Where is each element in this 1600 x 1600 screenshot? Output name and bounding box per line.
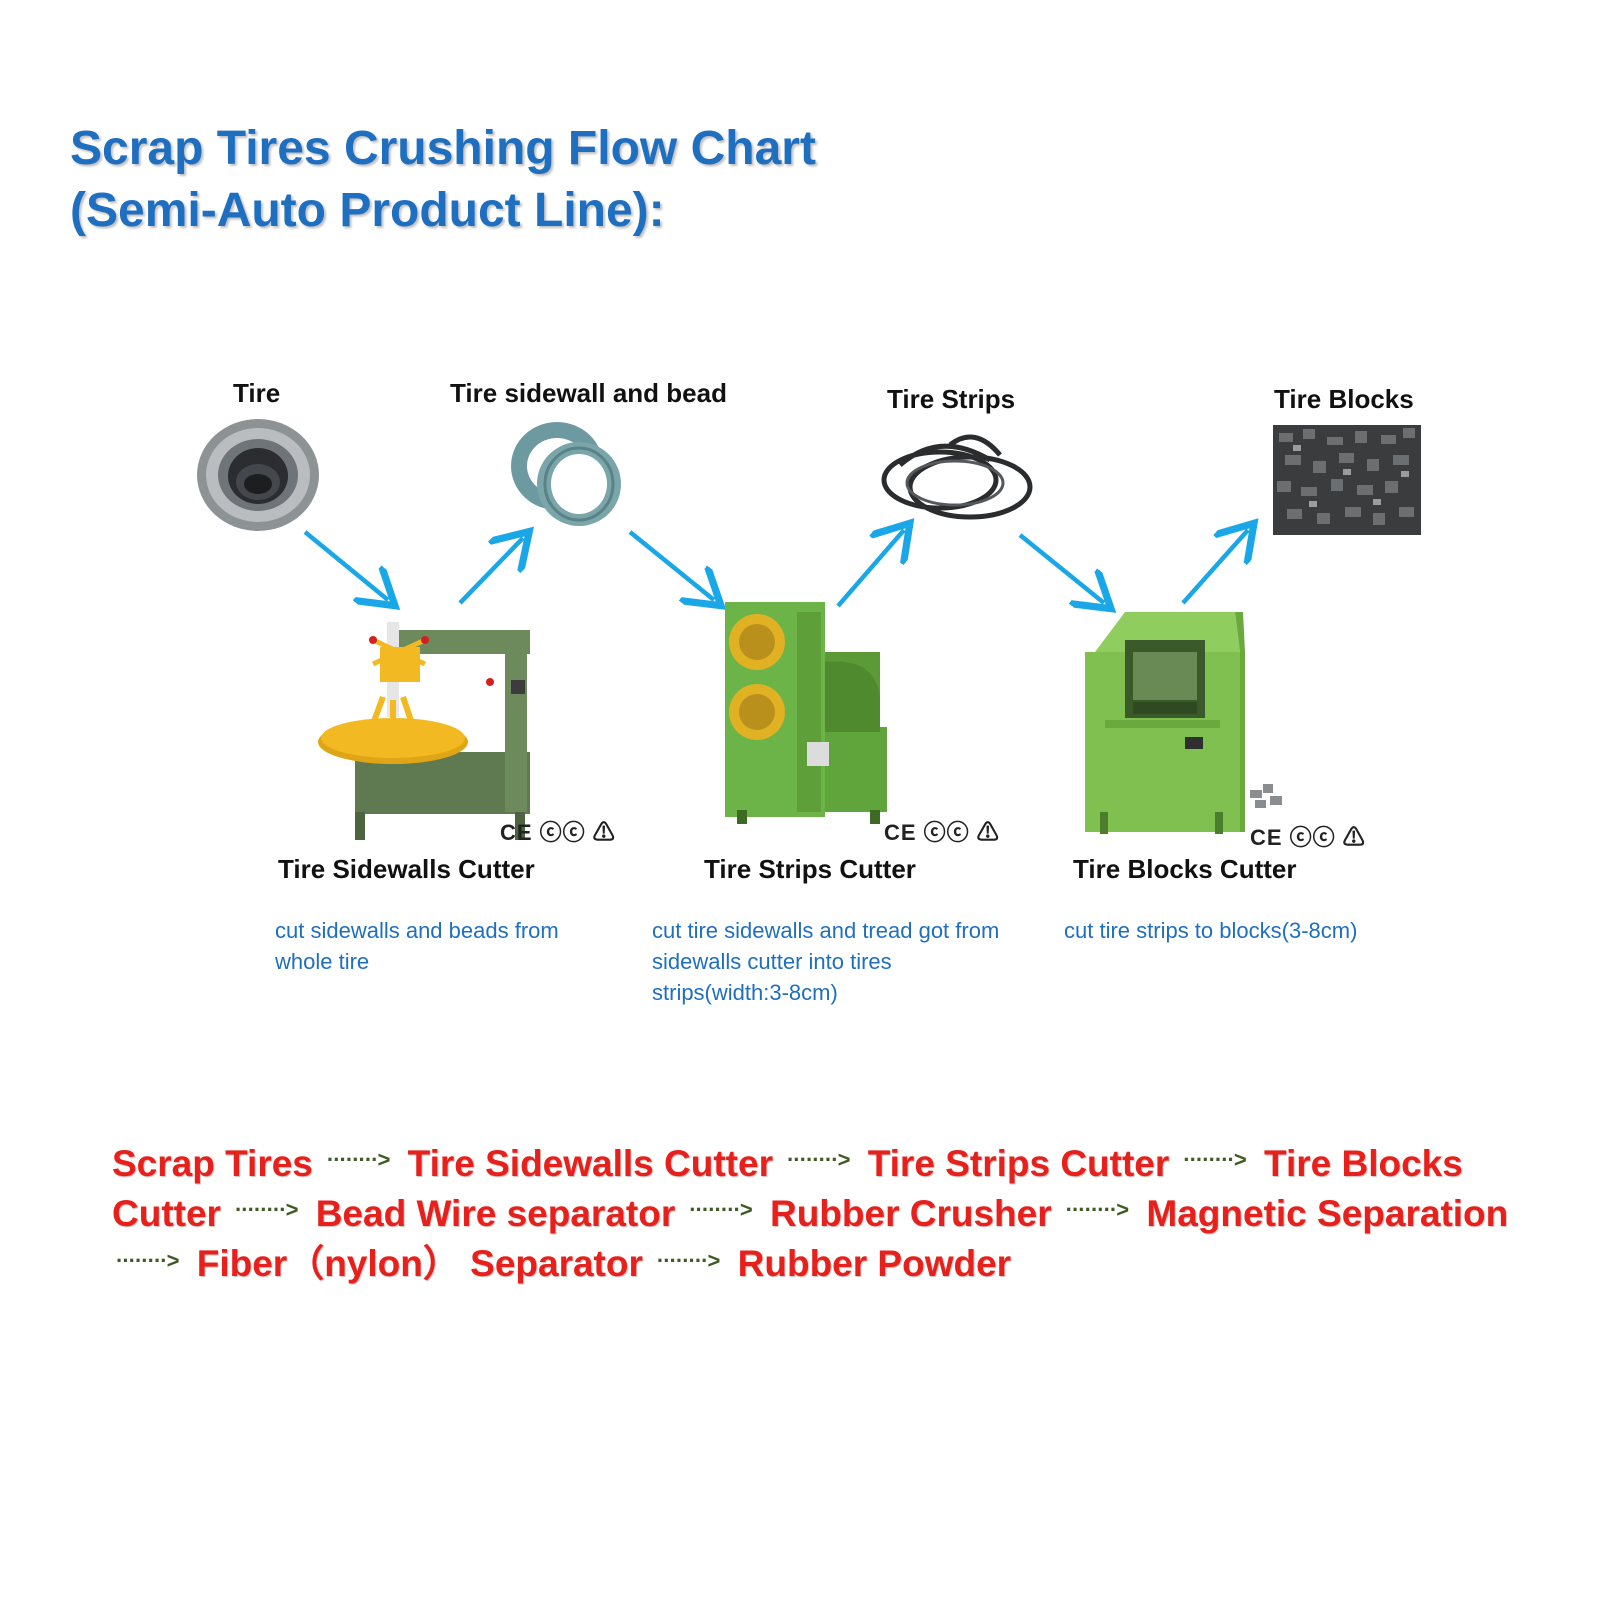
tire-photo-icon: [197, 419, 319, 531]
label-blocks: Tire Blocks: [1274, 384, 1414, 414]
flow-step: Bead Wire separator: [315, 1193, 676, 1235]
label-sidewall: Tire sidewall and bead: [450, 378, 727, 408]
machine-name-3: Tire Blocks Cutter: [1073, 854, 1297, 884]
flow-arrow-icon: ········>: [234, 1197, 298, 1223]
label-tire: Tire: [233, 378, 281, 408]
cert-marks-1: CE ⓒⓒ ⚠: [500, 820, 616, 845]
flow-arrow-icon: ········>: [1065, 1197, 1129, 1223]
flow-arrow-icon: ········>: [689, 1197, 752, 1223]
process-flow-text: Scrap Tires ········> Tire Sidewalls Cutt…: [112, 1140, 1552, 1291]
flow-step: Magnetic Separation: [1146, 1193, 1509, 1235]
cert-marks-2: CE ⓒⓒ ⚠: [884, 820, 1000, 845]
blocks-cutter-machine-icon: [1085, 612, 1282, 834]
flow-step: Tire Strips Cutter: [867, 1143, 1170, 1184]
strips-cutter-machine-icon: [725, 602, 887, 824]
machine-description-1: cut sidewalls and beads from whole tire: [275, 918, 559, 974]
rubber-blocks-icon: [1273, 425, 1421, 535]
arrow-cutter3-to-blocks: [1181, 530, 1248, 605]
flow-step: Rubber Powder: [737, 1243, 1012, 1285]
flow-arrow-icon: ········>: [326, 1147, 390, 1173]
flow-step: Tire Sidewalls Cutter: [407, 1143, 773, 1184]
flow-step: Rubber Crusher: [769, 1193, 1052, 1235]
arrow-strips-to-cutter3: [1018, 533, 1104, 603]
arrow-sidewall-to-cutter2: [628, 530, 714, 600]
rubber-strips-icon: [881, 434, 1033, 520]
sidewall-rings-icon: [511, 422, 621, 526]
flow-step: Tire Blocks Cutter: [112, 1143, 1463, 1235]
machine-name-1: Tire Sidewalls Cutter: [278, 854, 535, 884]
arrow-cutter2-to-strips: [836, 530, 904, 608]
flow-step: Fiber（nylon） Separator: [196, 1243, 643, 1285]
flow-arrow-icon: ········>: [1183, 1147, 1246, 1173]
machine-name-2: Tire Strips Cutter: [704, 854, 916, 884]
arrow-tire-to-cutter1: [303, 530, 388, 600]
title-line-1: Scrap Tires Crushing Flow Chart: [70, 122, 816, 175]
sidewall-cutter-machine-icon: [318, 622, 530, 840]
arrow-cutter1-to-sidewall: [458, 538, 523, 605]
flow-arrow-icon: ········>: [116, 1247, 179, 1273]
flow-step: Scrap Tires: [112, 1143, 313, 1184]
flow-arrow-icon: ········>: [656, 1247, 720, 1273]
machine-description-3: cut tire strips to blocks(3-8cm): [1064, 918, 1358, 943]
cert-marks-3: CE ⓒⓒ ⚠: [1250, 825, 1366, 850]
label-strips: Tire Strips: [887, 384, 1016, 414]
machine-description-2: cut tire sidewalls and tread got from si…: [652, 918, 1000, 1005]
title-line-2: (Semi-Auto Product Line):: [70, 184, 665, 237]
flow-arrow-icon: ········>: [786, 1147, 850, 1173]
page-title: Scrap Tires Crushing Flow Chart (Semi-Au…: [70, 118, 816, 242]
